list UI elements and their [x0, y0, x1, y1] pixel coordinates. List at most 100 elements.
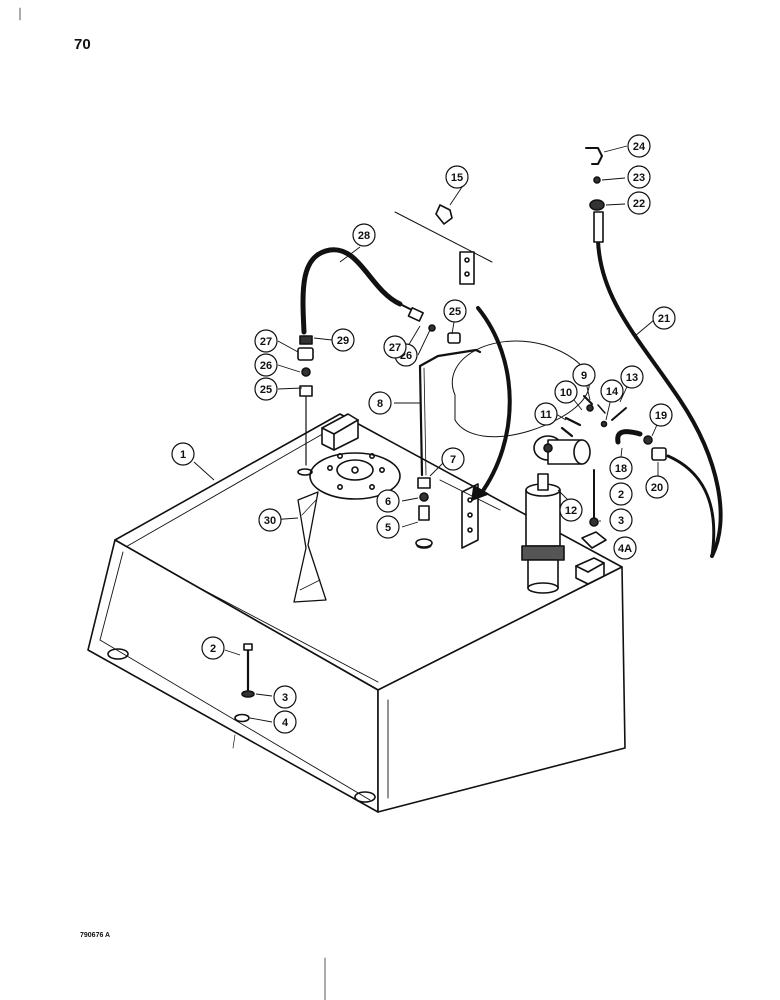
- callout-circle: [254, 353, 278, 377]
- callout-label: 15: [451, 172, 463, 184]
- callout-washer: 14: [600, 379, 624, 403]
- callout-circle: [645, 475, 669, 499]
- callout-sleeve: 19: [649, 403, 673, 427]
- callout-circle: [609, 508, 633, 532]
- fuel-tank: [87, 413, 626, 813]
- callout-label: 21: [658, 313, 670, 325]
- callout-circle: [376, 515, 400, 539]
- callout-label: 11: [540, 409, 552, 421]
- tube-8: [418, 348, 482, 477]
- callout-label: 3: [618, 515, 624, 527]
- callout-circle: [627, 134, 651, 158]
- callout-label: 13: [626, 372, 638, 384]
- callout-label: 24: [633, 141, 646, 153]
- callout-label: 26: [260, 360, 272, 372]
- callout-circle: [171, 442, 195, 466]
- callout-sleeve: 23: [627, 165, 651, 189]
- callout-clip: 15: [445, 165, 469, 189]
- callout-circle: [572, 363, 596, 387]
- callout-baffle: 30: [258, 508, 282, 532]
- callout-circle: [273, 710, 297, 734]
- baffle: [293, 491, 327, 603]
- callout-lock-washer: 3: [609, 508, 633, 532]
- callout-fuel-pump: 12: [559, 498, 583, 522]
- callout-nut: 20: [645, 475, 669, 499]
- callout-lock-washer: 3: [273, 685, 297, 709]
- figure-code: 790676 A: [80, 932, 111, 939]
- callout-circle: [383, 335, 407, 359]
- left-fitting-stack: [297, 335, 314, 466]
- callout-label: 23: [633, 172, 645, 184]
- callout-label: 20: [651, 482, 663, 494]
- tank-right-face: [377, 566, 626, 813]
- callout-circle: [554, 380, 578, 404]
- callout-tube: 8: [368, 391, 392, 415]
- callout-label: 28: [358, 230, 370, 242]
- callout-label: 5: [385, 522, 391, 534]
- callout-label: 9: [581, 370, 587, 382]
- callout-circle: [609, 482, 633, 506]
- callout-label: 25: [260, 384, 272, 396]
- callout-label: 14: [606, 386, 619, 398]
- callout-label: 3: [282, 692, 288, 704]
- callout-circle: [368, 391, 392, 415]
- callout-nut: 22: [627, 191, 651, 215]
- callout-circle: [273, 685, 297, 709]
- callout-circle: [559, 498, 583, 522]
- callout-circle: [445, 165, 469, 189]
- callout-circle: [613, 536, 637, 560]
- callout-circle: [534, 402, 558, 426]
- callout-circle: [652, 306, 676, 330]
- callout-circle: [627, 165, 651, 189]
- hose-21: [596, 238, 723, 558]
- callout-label: 29: [337, 335, 349, 347]
- callout-label: 8: [377, 398, 383, 410]
- callout-circle: [620, 365, 644, 389]
- callout-label: 25: [449, 306, 461, 318]
- callout-fitting: 25: [443, 299, 467, 323]
- callout-circle: [649, 403, 673, 427]
- callout-cap-screw: 2: [201, 636, 225, 660]
- callout-cap-screw: 2: [609, 482, 633, 506]
- callout-screw: 13: [620, 365, 644, 389]
- fuel-pump: [521, 435, 607, 594]
- callout-circle: [201, 636, 225, 660]
- callout-nut: 6: [376, 489, 400, 513]
- callout-elbow: 24: [627, 134, 651, 158]
- callout-label: 2: [618, 489, 624, 501]
- callout-label: 22: [633, 198, 645, 210]
- callout-circle: [441, 447, 465, 471]
- callout-circle: [627, 191, 651, 215]
- callout-label: 4: [282, 717, 289, 729]
- callout-flat-washer: 4: [273, 710, 297, 734]
- callout-label: 27: [260, 336, 272, 348]
- callout-circle: [600, 379, 624, 403]
- callout-circle: [376, 489, 400, 513]
- callout-sleeve: 26: [254, 353, 278, 377]
- callout-label: 1: [180, 449, 186, 461]
- callout-fitting: 25: [254, 377, 278, 401]
- callout-circle: [352, 223, 376, 247]
- callout-label: 10: [560, 387, 572, 399]
- callout-fitting: 5: [376, 515, 400, 539]
- callout-elbow: 18: [609, 456, 633, 480]
- callout-label: 2: [210, 643, 216, 655]
- hose-28: [300, 247, 403, 335]
- callout-sleeve: 29: [331, 328, 355, 352]
- callout-label: 6: [385, 496, 391, 508]
- callout-label: 7: [450, 454, 456, 466]
- page-number: 70: [74, 36, 91, 53]
- callout-hose: 28: [352, 223, 376, 247]
- callout-hose: 21: [652, 306, 676, 330]
- callout-nut: 27: [383, 335, 407, 359]
- callout-circle: [443, 299, 467, 323]
- callout-nut: 27: [254, 329, 278, 353]
- tank-left-face: [87, 539, 379, 813]
- callout-label: 30: [264, 515, 276, 527]
- callout-circle: [254, 329, 278, 353]
- assembly-arrow: [476, 306, 512, 497]
- callout-plate: 4A: [613, 536, 637, 560]
- callout-label: 18: [615, 463, 627, 475]
- callout-bolt: 10: [554, 380, 578, 404]
